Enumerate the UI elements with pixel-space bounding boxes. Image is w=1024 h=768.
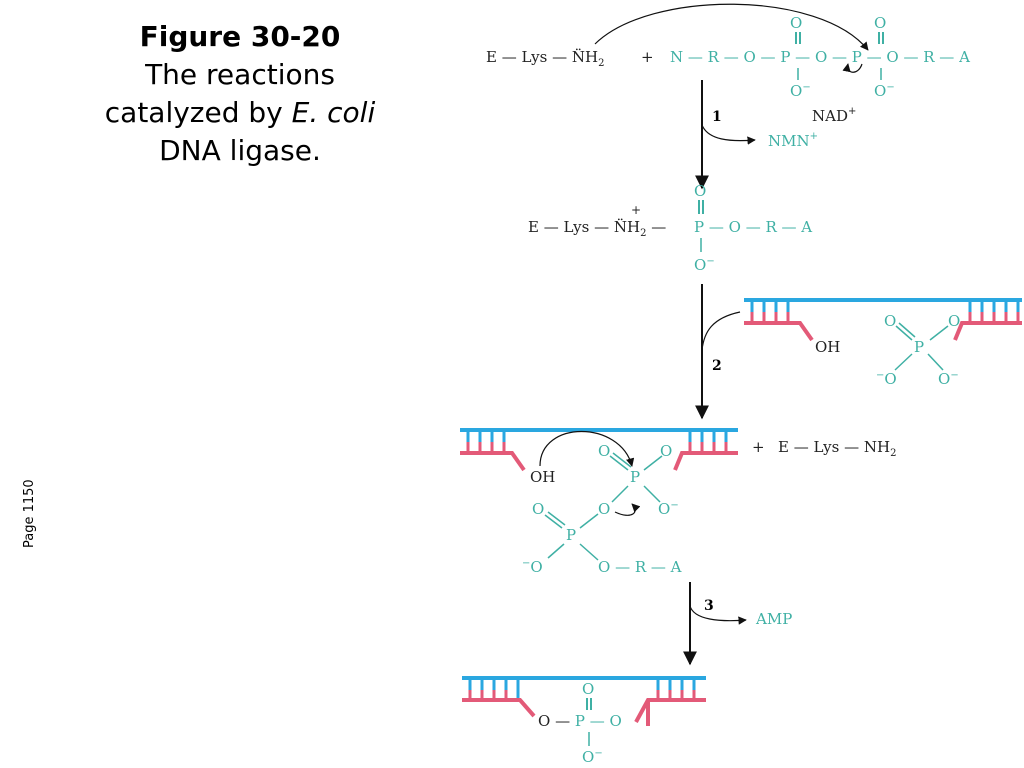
- regenerated-enzyme: E — Lys — NH2: [778, 438, 896, 459]
- nad-phosphate-2-oxo: O: [874, 14, 886, 32]
- figure-title: Figure 30-20: [139, 20, 341, 53]
- phosphate-oxide-2: O−: [938, 370, 959, 388]
- plus-sign: +: [641, 48, 654, 66]
- adenylate-oxide: O−: [694, 256, 715, 274]
- reactants-row: E — Lys — N̈H2 + N — R — O — P — O — P —…: [486, 3, 970, 100]
- ppi-oxide: O−: [658, 500, 679, 518]
- phosphodiester-chain: O — P — O: [538, 712, 622, 730]
- step-1-label: 1: [712, 109, 722, 125]
- leaving-group-amp: AMP: [755, 610, 792, 628]
- phosphodiester-oxo: O: [582, 680, 594, 698]
- nad-phosphate-1-oxide: O−: [790, 82, 811, 100]
- step-3-label: 3: [704, 598, 714, 614]
- dna-3-hydroxyl: OH: [815, 338, 840, 356]
- phosphate-oxide-1: −O: [876, 370, 897, 388]
- nad-phosphate-2-oxide: O−: [874, 82, 895, 100]
- amp-oxo: O: [532, 500, 544, 518]
- phosphodiester-oxide: O−: [582, 748, 603, 766]
- dna-3-hydroxyl-2: OH: [530, 468, 555, 486]
- nad-structure: N — R — O — P — O — P — O — R — A: [670, 48, 970, 66]
- caption-line-3: DNA ligase.: [159, 134, 321, 167]
- adenylate-oxo: O: [694, 182, 706, 200]
- caption-line-1: The reactions: [145, 58, 335, 91]
- step-3-arrow: 3 AMP: [683, 582, 792, 666]
- caption-line-2-text: catalyzed by: [104, 96, 292, 129]
- dna-adenylate-intermediate: OH O O P O O− O P −O O — R — A + E — Lys…: [460, 428, 896, 576]
- ppi-bridge-o: O: [660, 442, 672, 460]
- step-2-label: 2: [712, 358, 722, 374]
- figure-caption: Figure 30-20 The reactions catalyzed by …: [60, 18, 420, 170]
- step-2-arrow: 2: [695, 284, 741, 420]
- enzyme-amp-intermediate: E — Lys — N̈H2 — + P — O — R — A O O−: [528, 182, 812, 274]
- amp-p: P: [566, 526, 576, 544]
- enzyme-lysine-adenylate: E — Lys — N̈H2 —: [528, 218, 666, 239]
- cofactor-nad: NAD+: [812, 106, 856, 125]
- caption-organism: E. coli: [291, 96, 376, 129]
- phosphate-p: P: [914, 338, 924, 356]
- plus-charge: +: [631, 203, 641, 217]
- ppi-oxo-1: O: [598, 442, 610, 460]
- plus-sign-2: +: [752, 438, 765, 456]
- ppi-p1: P: [630, 468, 640, 486]
- caption-line-2: catalyzed by E. coli: [60, 94, 420, 132]
- phosphate-oxo: O: [884, 312, 896, 330]
- adenylate-structure: P — O — R — A: [694, 218, 812, 236]
- amp-ribose-chain: O — R — A: [598, 558, 682, 576]
- leaving-group-nmn: NMN+: [768, 131, 818, 150]
- amp-oxide: −O: [522, 558, 543, 576]
- phosphate-bridge-o: O: [948, 312, 960, 330]
- enzyme-lysine-amine: E — Lys — N̈H2: [486, 48, 604, 69]
- step-1-arrow: 1 NAD+ NMN+: [695, 80, 856, 190]
- sealed-dna: O — P — O O O−: [462, 676, 706, 766]
- nad-phosphate-1-oxo: O: [790, 14, 802, 32]
- nicked-dna: OH O P −O O− O: [744, 298, 1022, 388]
- ppi-o-link: O: [598, 500, 610, 518]
